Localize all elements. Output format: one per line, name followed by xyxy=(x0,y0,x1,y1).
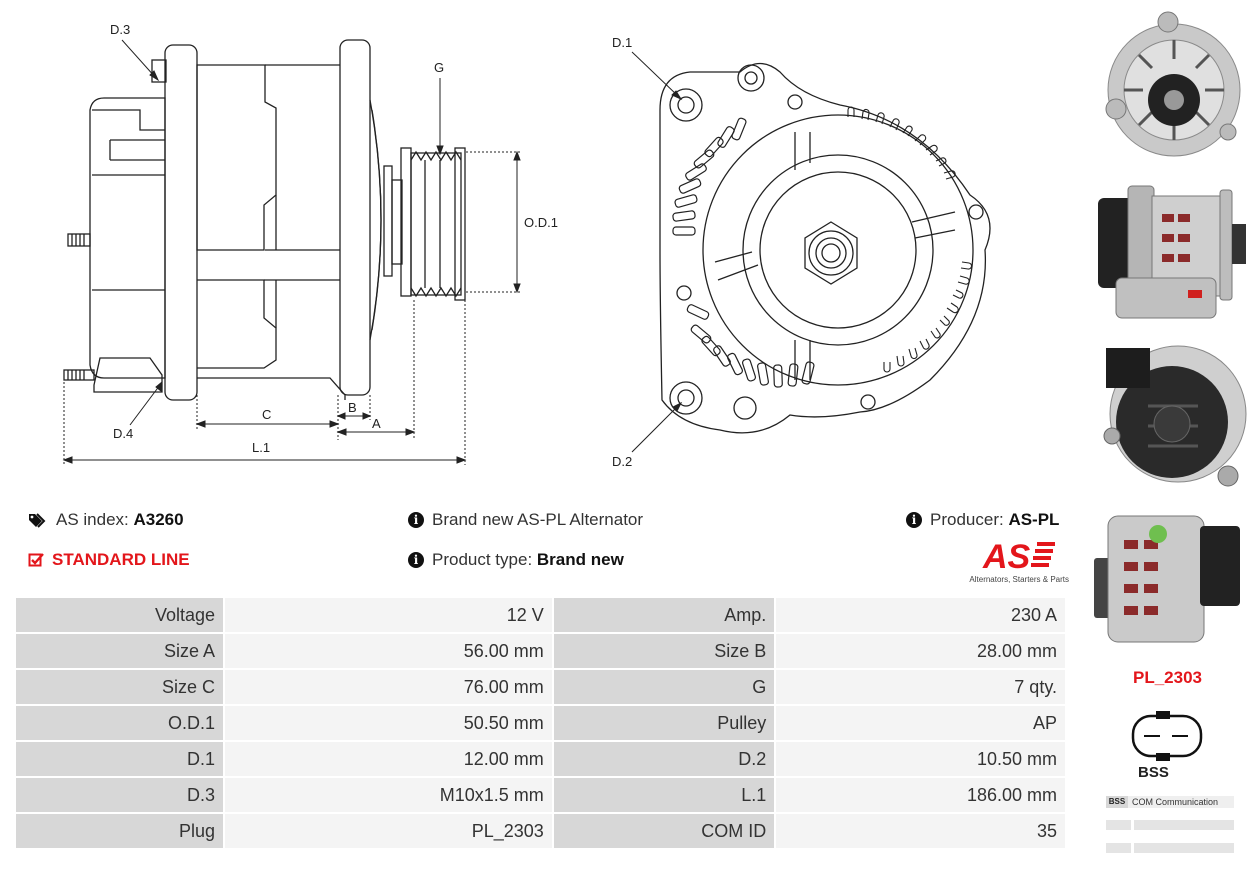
empty-row xyxy=(1106,843,1234,853)
com-label: COM Communication xyxy=(1128,796,1234,808)
label-a: A xyxy=(372,416,381,431)
label-d3: D.3 xyxy=(110,22,130,37)
plug-type: BSS xyxy=(1138,764,1169,781)
spec-key: Plug xyxy=(16,814,224,848)
spec-value: AP xyxy=(776,706,1065,740)
label-b: B xyxy=(348,400,357,415)
as-logo: AS Alternators, Starters & Parts xyxy=(965,538,1069,584)
front-view-drawing: D.1 D.2 xyxy=(612,35,991,469)
spec-key: Amp. xyxy=(553,598,775,632)
label-od1: O.D.1 xyxy=(524,215,558,230)
as-index-value: A3260 xyxy=(133,510,184,529)
producer-value: AS-PL xyxy=(1008,510,1060,529)
spec-key: D.3 xyxy=(16,778,224,812)
producer: i Producer: AS-PL xyxy=(906,510,1059,530)
com-tag: BSS xyxy=(1106,796,1128,808)
label-l1: L.1 xyxy=(252,440,270,455)
spec-key: COM ID xyxy=(553,814,775,848)
spec-value: 230 A xyxy=(776,598,1065,632)
spec-value: PL_2303 xyxy=(225,814,552,848)
product-photo-side xyxy=(1098,185,1246,319)
spec-key: G xyxy=(553,670,775,704)
standard-line: STANDARD LINE xyxy=(28,550,190,570)
info-icon: i xyxy=(906,512,922,528)
label-d4: D.4 xyxy=(113,426,133,441)
as-logo-mark: AS xyxy=(982,538,1055,576)
spec-value: 56.00 mm xyxy=(225,634,552,668)
product-type: i Product type: Brand new xyxy=(408,550,624,570)
check-square-icon xyxy=(28,553,44,567)
side-view-drawing: D.3 D.4 G O.D.1 C B A L.1 xyxy=(62,22,558,465)
label-d2: D.2 xyxy=(612,454,632,469)
spec-value: 7 qty. xyxy=(776,670,1065,704)
label-g: G xyxy=(434,60,444,75)
spec-value: 10.50 mm xyxy=(776,742,1065,776)
standard-line-text: STANDARD LINE xyxy=(52,550,190,569)
spec-value: 12.00 mm xyxy=(225,742,552,776)
label-c: C xyxy=(262,407,271,422)
description-text: Brand new AS-PL Alternator xyxy=(432,510,644,529)
spec-value: 50.50 mm xyxy=(225,706,552,740)
label-d1: D.1 xyxy=(612,35,632,50)
spec-value: 35 xyxy=(776,814,1065,848)
as-index-label: AS index: xyxy=(56,510,129,529)
spec-key: Voltage xyxy=(16,598,224,632)
spec-key: Size C xyxy=(16,670,224,704)
spec-value: 28.00 mm xyxy=(776,634,1065,668)
as-index: AS index: A3260 xyxy=(28,510,184,530)
spec-value: 186.00 mm xyxy=(776,778,1065,812)
product-photo-angle xyxy=(1094,515,1240,643)
spec-key: D.1 xyxy=(16,742,224,776)
tags-icon xyxy=(29,513,46,528)
spec-value: M10x1.5 mm xyxy=(225,778,552,812)
svg-text:AS: AS xyxy=(982,538,1031,570)
spec-value: 76.00 mm xyxy=(225,670,552,704)
spec-key: Size A xyxy=(16,634,224,668)
spec-key: O.D.1 xyxy=(16,706,224,740)
empty-row xyxy=(1106,820,1234,830)
product-type-label: Product type: xyxy=(432,550,533,569)
spec-key: Size B xyxy=(553,634,775,668)
bss-plug-icon xyxy=(1131,711,1203,761)
info-icon: i xyxy=(408,512,424,528)
spec-key: D.2 xyxy=(553,742,775,776)
spec-key: L.1 xyxy=(553,778,775,812)
plug-code: PL_2303 xyxy=(1133,668,1202,687)
product-photo-rear xyxy=(1103,345,1247,487)
logo-tagline: Alternators, Starters & Parts xyxy=(969,575,1069,584)
producer-label: Producer: xyxy=(930,510,1004,529)
product-type-value: Brand new xyxy=(536,550,624,569)
description: i Brand new AS-PL Alternator xyxy=(408,510,643,530)
product-photo-front xyxy=(1105,11,1241,157)
spec-value: 12 V xyxy=(225,598,552,632)
com-row: BSS COM Communication xyxy=(1106,796,1234,808)
info-icon: i xyxy=(408,552,424,568)
spec-key: Pulley xyxy=(553,706,775,740)
